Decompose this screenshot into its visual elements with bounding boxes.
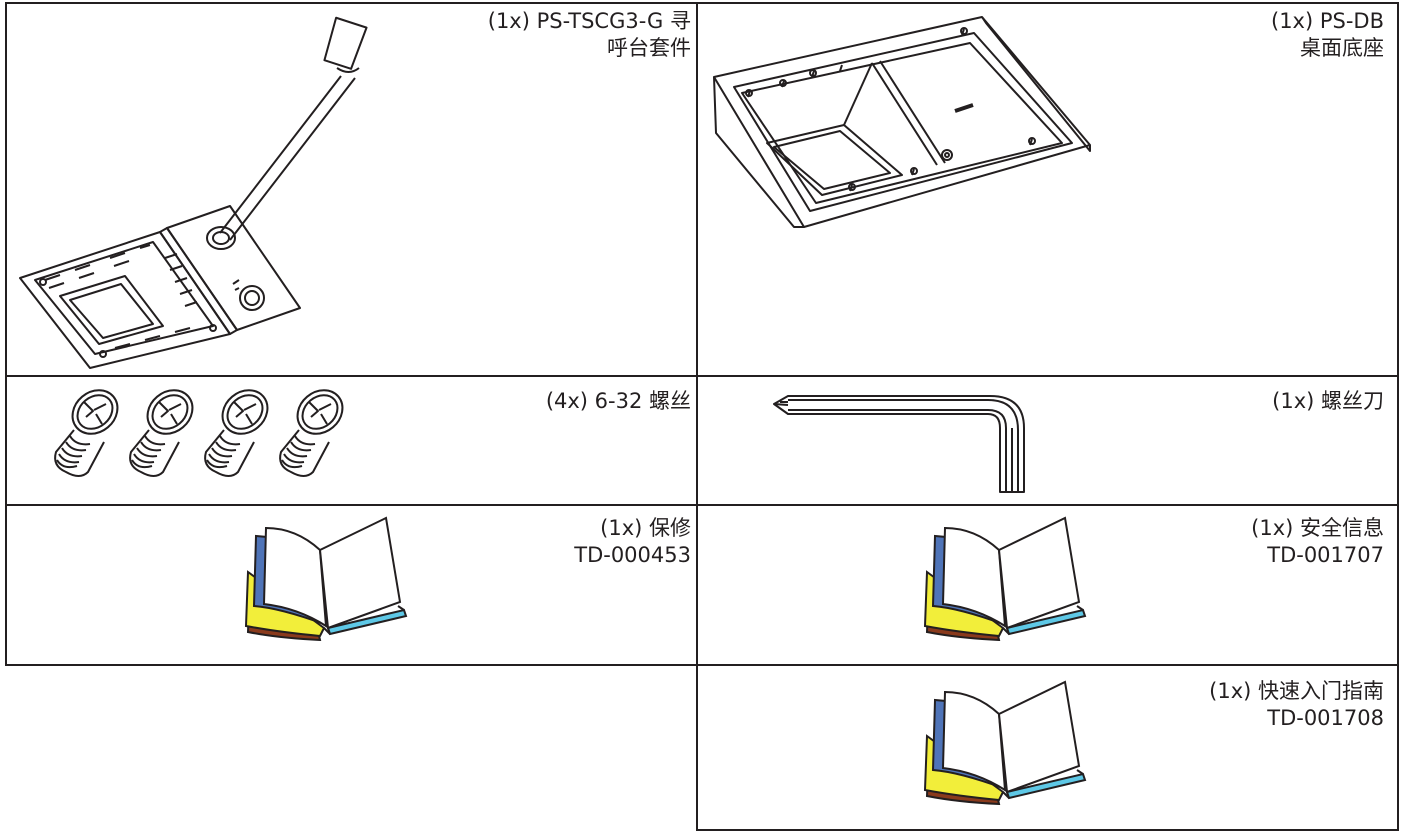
- item-quantity-name: (1x) 保修: [600, 516, 691, 540]
- item-label: (1x) PS-TSCG3-G 寻 呼台套件: [488, 8, 691, 62]
- item-label: (1x) 安全信息 TD-001707: [1251, 515, 1384, 569]
- item-quantity-name: (1x) PS-DB: [1271, 9, 1384, 33]
- item-label: (1x) 螺丝刀: [1272, 388, 1384, 415]
- manual-book-icon: [924, 517, 1086, 641]
- screws-icon: [54, 380, 353, 477]
- item-subname: TD-000453: [574, 543, 691, 567]
- hex-key-screwdriver-icon: [773, 395, 1025, 493]
- item-quantity-name: (4x) 6-32 螺丝: [545, 389, 691, 413]
- item-quantity-name: (1x) 螺丝刀: [1272, 389, 1384, 413]
- row-divider: [5, 504, 1399, 506]
- packing-list-table: [5, 2, 1399, 666]
- column-divider: [696, 2, 698, 666]
- packing-list-last-row: [696, 664, 1399, 831]
- row-divider: [5, 375, 1399, 377]
- item-label: (4x) 6-32 螺丝: [546, 388, 691, 415]
- item-subname: TD-001708: [1267, 706, 1384, 730]
- item-label: (1x) 快速入门指南 TD-001708: [1209, 678, 1384, 732]
- item-subname: 呼台套件: [607, 36, 691, 60]
- item-quantity-name: (1x) 快速入门指南: [1209, 679, 1384, 703]
- manual-book-icon: [924, 681, 1086, 805]
- item-label: (1x) 保修 TD-000453: [574, 515, 691, 569]
- manual-book-icon: [245, 517, 407, 641]
- item-subname: 桌面底座: [1300, 36, 1384, 60]
- gooseneck-paging-station-icon: [19, 16, 368, 369]
- item-subname: TD-001707: [1267, 543, 1384, 567]
- item-label: (1x) PS-DB 桌面底座: [1271, 8, 1384, 62]
- item-quantity-name: (1x) 安全信息: [1251, 516, 1384, 540]
- item-quantity-name: (1x) PS-TSCG3-G 寻: [487, 9, 691, 33]
- desktop-base-icon: [713, 16, 1091, 228]
